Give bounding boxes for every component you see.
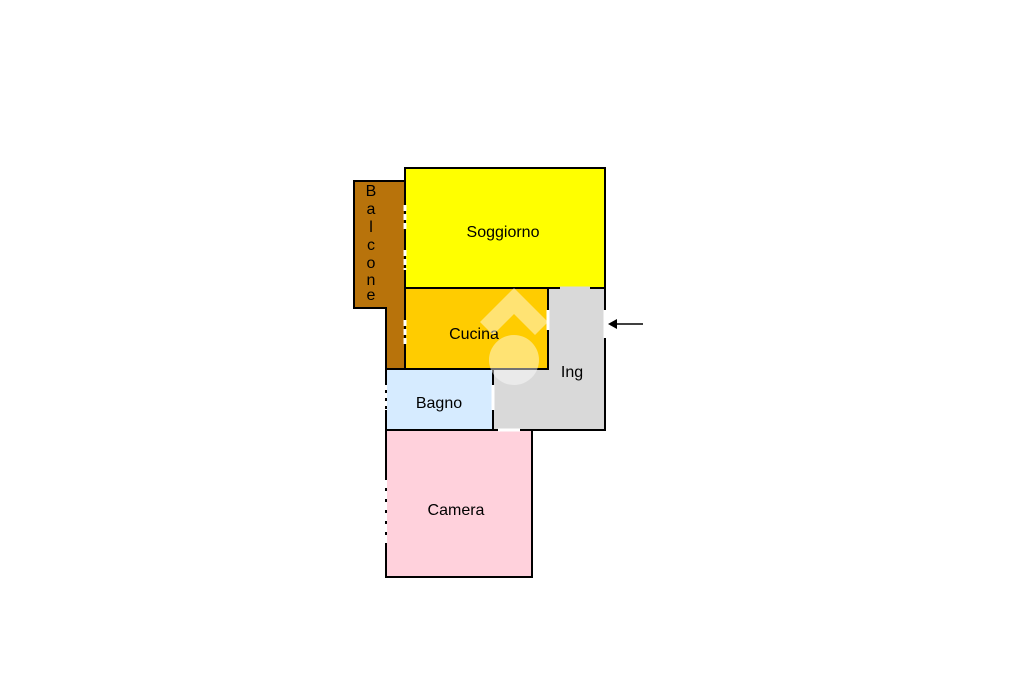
room-bagno: Bagno	[385, 368, 494, 431]
balcone-letter-b: B	[366, 183, 377, 200]
balcone-area	[353, 180, 406, 370]
bagno-label: Bagno	[416, 395, 462, 412]
home-watermark-icon	[480, 288, 548, 385]
room-soggiorno: Soggiorno	[404, 167, 606, 289]
room-cucina: Cucina	[404, 287, 549, 370]
balcone-letter-e: e	[367, 287, 376, 304]
room-balcone: B a l c o n e	[353, 180, 406, 370]
ingresso-label: Ing	[561, 364, 583, 381]
balcone-letter-a: a	[367, 201, 376, 218]
balcone-label: B a l c o n e	[366, 183, 377, 304]
cucina-label: Cucina	[449, 326, 499, 343]
cucina-area	[404, 287, 549, 370]
arrow-left-icon	[608, 319, 643, 329]
balcone-letter-l: l	[369, 219, 373, 236]
camera-label: Camera	[428, 502, 485, 519]
balcone-letter-n: n	[367, 272, 376, 289]
soggiorno-label: Soggiorno	[467, 224, 540, 241]
balcone-letter-o: o	[367, 255, 376, 272]
camera-area	[385, 429, 533, 578]
balcone-letter-c: c	[367, 237, 375, 254]
openings	[385, 205, 607, 545]
room-camera: Camera	[385, 429, 533, 578]
